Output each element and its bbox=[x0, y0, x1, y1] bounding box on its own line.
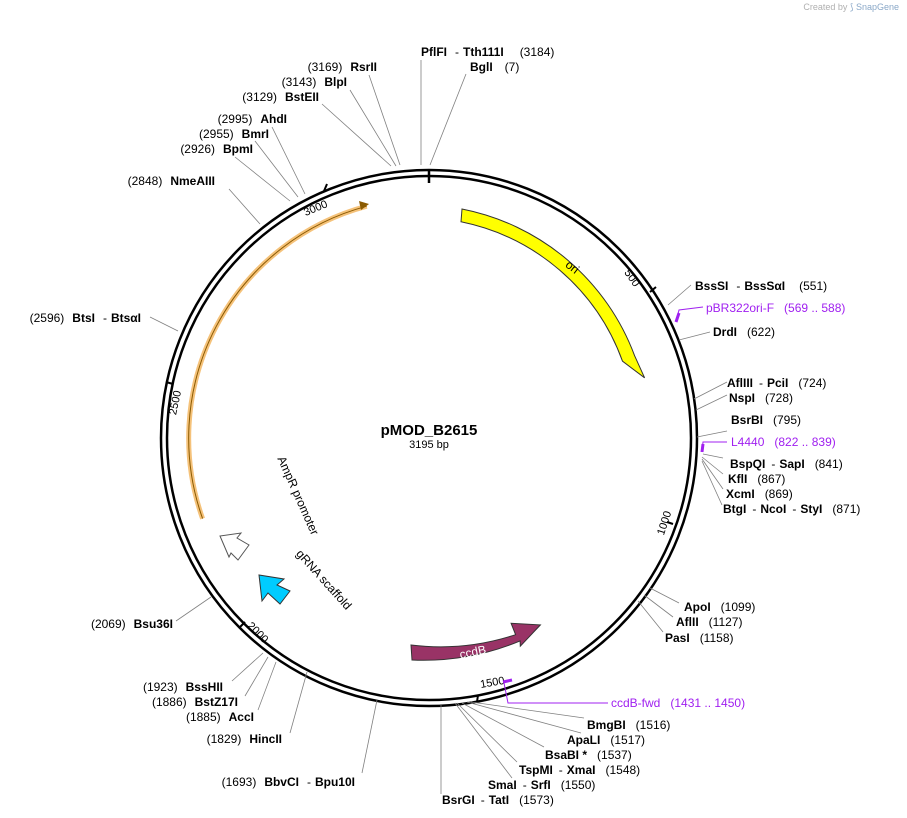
ccdb-label: ccdB bbox=[458, 642, 487, 661]
site-btgi[interactable]: BtgI-NcoI-StyI(871) bbox=[723, 502, 860, 516]
ampr-arc-arrowhead bbox=[359, 201, 369, 210]
site-nmeaiii[interactable]: (2848)NmeAIII bbox=[128, 174, 215, 188]
plasmid-length: 3195 bp bbox=[409, 439, 449, 451]
site-bsrbi[interactable]: BsrBI(795) bbox=[731, 413, 801, 427]
svg-text:ccdB-fwd(1431 .. 1450): ccdB-fwd (1431 .. 1450) bbox=[611, 696, 745, 710]
grna-scaffold-label: gRNA scaffold bbox=[293, 547, 354, 613]
backbone bbox=[159, 168, 699, 708]
site-bsshii[interactable]: (1923)BssHII bbox=[143, 680, 223, 694]
feature-amp-arc bbox=[186, 201, 369, 520]
site-kfli[interactable]: KflI(867) bbox=[728, 472, 785, 486]
svg-text:pBR322ori-F(569 .. 588): pBR322ori-F (569 .. 588) bbox=[706, 301, 845, 315]
primer-pbr322ori-f[interactable]: pBR322ori-F (569 .. 588) bbox=[674, 301, 845, 323]
site-bsabi[interactable]: BsaBI *(1537) bbox=[545, 748, 632, 762]
site-acci[interactable]: (1885)AccI bbox=[186, 710, 254, 724]
site-bmgbi[interactable]: BmgBI(1516) bbox=[587, 718, 670, 732]
tick-2500 bbox=[165, 381, 174, 385]
primer-range: (569 .. 588) bbox=[784, 301, 845, 315]
site-blpi[interactable]: (3143)BlpI bbox=[282, 75, 347, 89]
feature-ampr-promoter[interactable]: AmpR promoter bbox=[219, 454, 322, 561]
tick-1000 bbox=[666, 521, 674, 525]
ampr-arc-line bbox=[188, 205, 367, 519]
grna-scaffold-arrow[interactable] bbox=[258, 574, 291, 605]
primer-name: pBR322ori-F bbox=[706, 301, 774, 315]
site-bpmi[interactable]: (2926)BpmI bbox=[180, 142, 253, 156]
site-btsi[interactable]: (2596)BtsI-BtsαI bbox=[30, 311, 141, 325]
site-afliii[interactable]: AflIII-PciI(724) bbox=[727, 376, 826, 390]
site-drdi[interactable]: DrdI(622) bbox=[713, 325, 775, 339]
site-xcmi[interactable]: XcmI(869) bbox=[726, 487, 793, 501]
tick-label-1500: 1500 bbox=[479, 675, 505, 691]
ori-arrow[interactable] bbox=[460, 208, 646, 379]
site-hincii[interactable]: (1829)HincII bbox=[207, 732, 282, 746]
site-pflfi[interactable]: PflFI-Tth111I(3184) bbox=[421, 45, 554, 59]
tick-label-3000: 3000 bbox=[302, 198, 329, 219]
tick-2000 bbox=[239, 621, 246, 628]
credit-prefix: Created by bbox=[803, 2, 848, 12]
plasmid-name: pMOD_B2615 bbox=[381, 422, 478, 439]
primer-range: (822 .. 839) bbox=[774, 435, 835, 449]
tick-label-2500: 2500 bbox=[167, 389, 184, 415]
primer-range: (1431 .. 1450) bbox=[670, 696, 745, 710]
primer-name: ccdB-fwd bbox=[611, 696, 660, 710]
site-tspmi[interactable]: TspMI-XmaI(1548) bbox=[519, 763, 640, 777]
feature-ccdb[interactable]: ccdB bbox=[410, 622, 542, 662]
site-rsrii[interactable]: (3169)RsrII bbox=[308, 60, 377, 74]
site-apoi[interactable]: ApoI(1099) bbox=[684, 600, 755, 614]
site-ahdi[interactable]: (2995)AhdI bbox=[218, 112, 287, 126]
site-apali[interactable]: ApaLI(1517) bbox=[567, 733, 645, 747]
tick-3000 bbox=[323, 183, 328, 192]
svg-text:L4440(822 .. 839): L4440 (822 .. 839) bbox=[731, 435, 836, 449]
ampr-promoter-arrow[interactable] bbox=[219, 532, 250, 561]
site-bsteii[interactable]: (3129)BstEII bbox=[242, 90, 319, 104]
site-bgli[interactable]: BglI(7) bbox=[470, 60, 519, 74]
snapgene-logo-icon: ⟆ bbox=[849, 2, 854, 12]
site-smai[interactable]: SmaI-SrfI(1550) bbox=[488, 778, 595, 792]
tick-label-2000: 2000 bbox=[245, 620, 271, 646]
site-bsu36i[interactable]: (2069)Bsu36I bbox=[91, 617, 173, 631]
ccdb-arrow[interactable] bbox=[410, 622, 542, 661]
snapgene-credit: Created by ⟆ SnapGene bbox=[803, 2, 899, 13]
site-bbvci[interactable]: (1693)BbvCI-Bpu10I bbox=[222, 775, 355, 789]
site-bsrgi[interactable]: BsrGI-TatI(1573) bbox=[442, 793, 554, 807]
primer-name: L4440 bbox=[731, 435, 765, 449]
restriction-sites: PflFI-Tth111I(3184) BglI(7) (3169)RsrII … bbox=[30, 45, 861, 807]
ampr-arc bbox=[186, 203, 368, 520]
site-pasi[interactable]: PasI(1158) bbox=[665, 631, 733, 645]
site-bspqi[interactable]: BspQI-SapI(841) bbox=[730, 457, 843, 471]
tick-500 bbox=[649, 286, 657, 293]
site-aflii[interactable]: AflII(1127) bbox=[676, 615, 742, 629]
primer-ccdb-fwd[interactable]: ccdB-fwd (1431 .. 1450) bbox=[502, 678, 745, 710]
site-bstz17i[interactable]: (1886)BstZ17I bbox=[152, 695, 238, 709]
site-bsssi[interactable]: BssSI-BssSαI(551) bbox=[695, 279, 827, 293]
feature-ori[interactable]: ori bbox=[460, 208, 646, 379]
site-leader-lines bbox=[149, 60, 728, 794]
ampr-promoter-label: AmpR promoter bbox=[275, 454, 322, 537]
primer-l4440[interactable]: L4440 (822 .. 839) bbox=[700, 435, 836, 453]
tick-1500 bbox=[476, 694, 479, 703]
feature-grna-scaffold[interactable]: gRNA scaffold bbox=[258, 547, 354, 613]
site-nspi[interactable]: NspI(728) bbox=[729, 391, 793, 405]
site-bmri[interactable]: (2955)BmrI bbox=[199, 127, 269, 141]
credit-brand: SnapGene bbox=[855, 2, 899, 12]
